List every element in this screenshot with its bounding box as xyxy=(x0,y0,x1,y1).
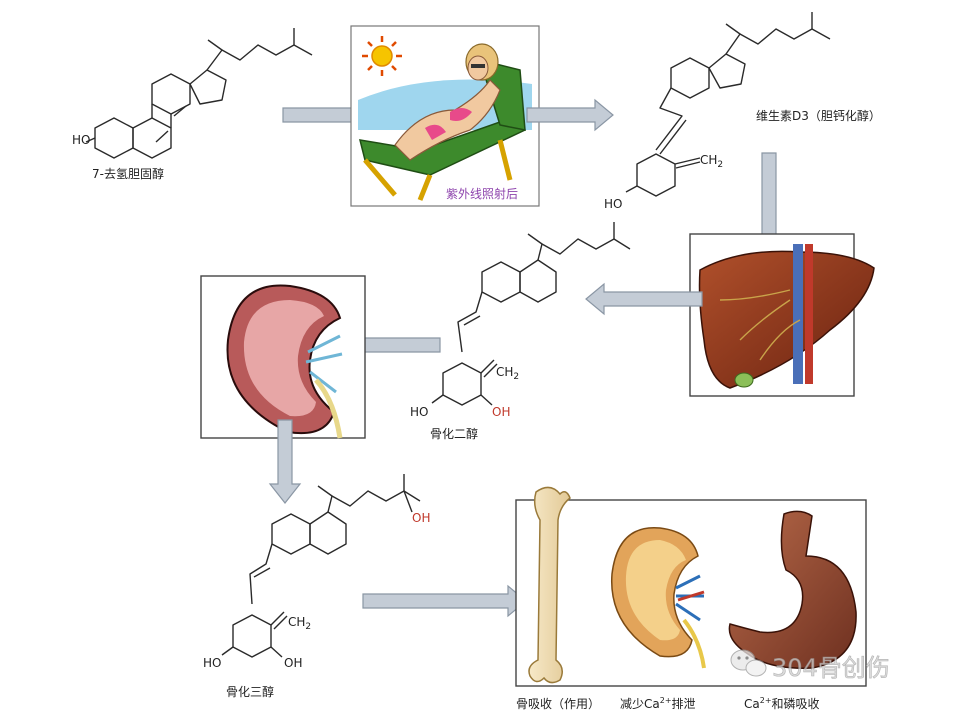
arrow-to-calcidiol xyxy=(585,282,703,316)
arrow-to-vitamin-d3 xyxy=(526,98,614,132)
bone-illustration xyxy=(528,486,571,684)
liver-illustration xyxy=(689,233,875,397)
label-intestinal-effect: Ca2+和磷吸收 xyxy=(744,696,820,711)
uv-exposure-illustration: 紫外线照射后 xyxy=(350,25,540,207)
target-kidney-illustration xyxy=(610,526,706,669)
wechat-icon xyxy=(730,649,767,677)
sunbathing-woman xyxy=(394,43,501,161)
molecule-vitamin-d3: CH2 HO 维生素D3（胆钙化醇） xyxy=(604,12,881,211)
hydroxyl-label: HO xyxy=(604,197,622,211)
label-calcidiol: 骨化二醇 xyxy=(430,426,478,441)
molecule-7-dehydrocholesterol: HO 7-去氢胆固醇 xyxy=(72,28,313,181)
methylene-label: CH2 xyxy=(700,153,723,170)
methylene-label: CH2 xyxy=(288,615,311,632)
label-calcitriol: 骨化三醇 xyxy=(226,684,274,699)
hydroxyl-label: HO xyxy=(410,405,428,419)
hydroxyl-label: HO xyxy=(203,656,221,670)
beach-chair xyxy=(358,58,526,201)
arrow-to-calcitriol xyxy=(268,419,302,504)
label-bone-resorption: 骨吸收（作用） xyxy=(516,697,600,711)
watermark-text: 304骨创伤 xyxy=(772,654,890,682)
kidney-illustration xyxy=(200,275,366,439)
label-kidney-effect: 减少Ca2+排泄 xyxy=(620,696,696,711)
watermark: 304骨创伤 xyxy=(730,649,890,682)
sun-icon xyxy=(362,36,402,76)
arrow-to-target-organs xyxy=(362,584,527,618)
hydroxyl-label: OH xyxy=(284,656,302,670)
hydroxyl-label: OH xyxy=(412,511,430,525)
label-vitamin-d3: 维生素D3（胆钙化醇） xyxy=(756,108,881,123)
uv-label: 紫外线照射后 xyxy=(446,186,518,201)
hydroxyl-label: OH xyxy=(492,405,510,419)
methylene-label: CH2 xyxy=(496,365,519,382)
molecule-calcitriol: OH CH2 HO OH 骨化三醇 xyxy=(203,474,430,699)
hydroxyl-label: HO xyxy=(72,133,90,147)
molecule-calcidiol: CH2 HO OH 骨化二醇 xyxy=(410,222,631,441)
label-7-dehydrocholesterol: 7-去氢胆固醇 xyxy=(92,166,164,181)
